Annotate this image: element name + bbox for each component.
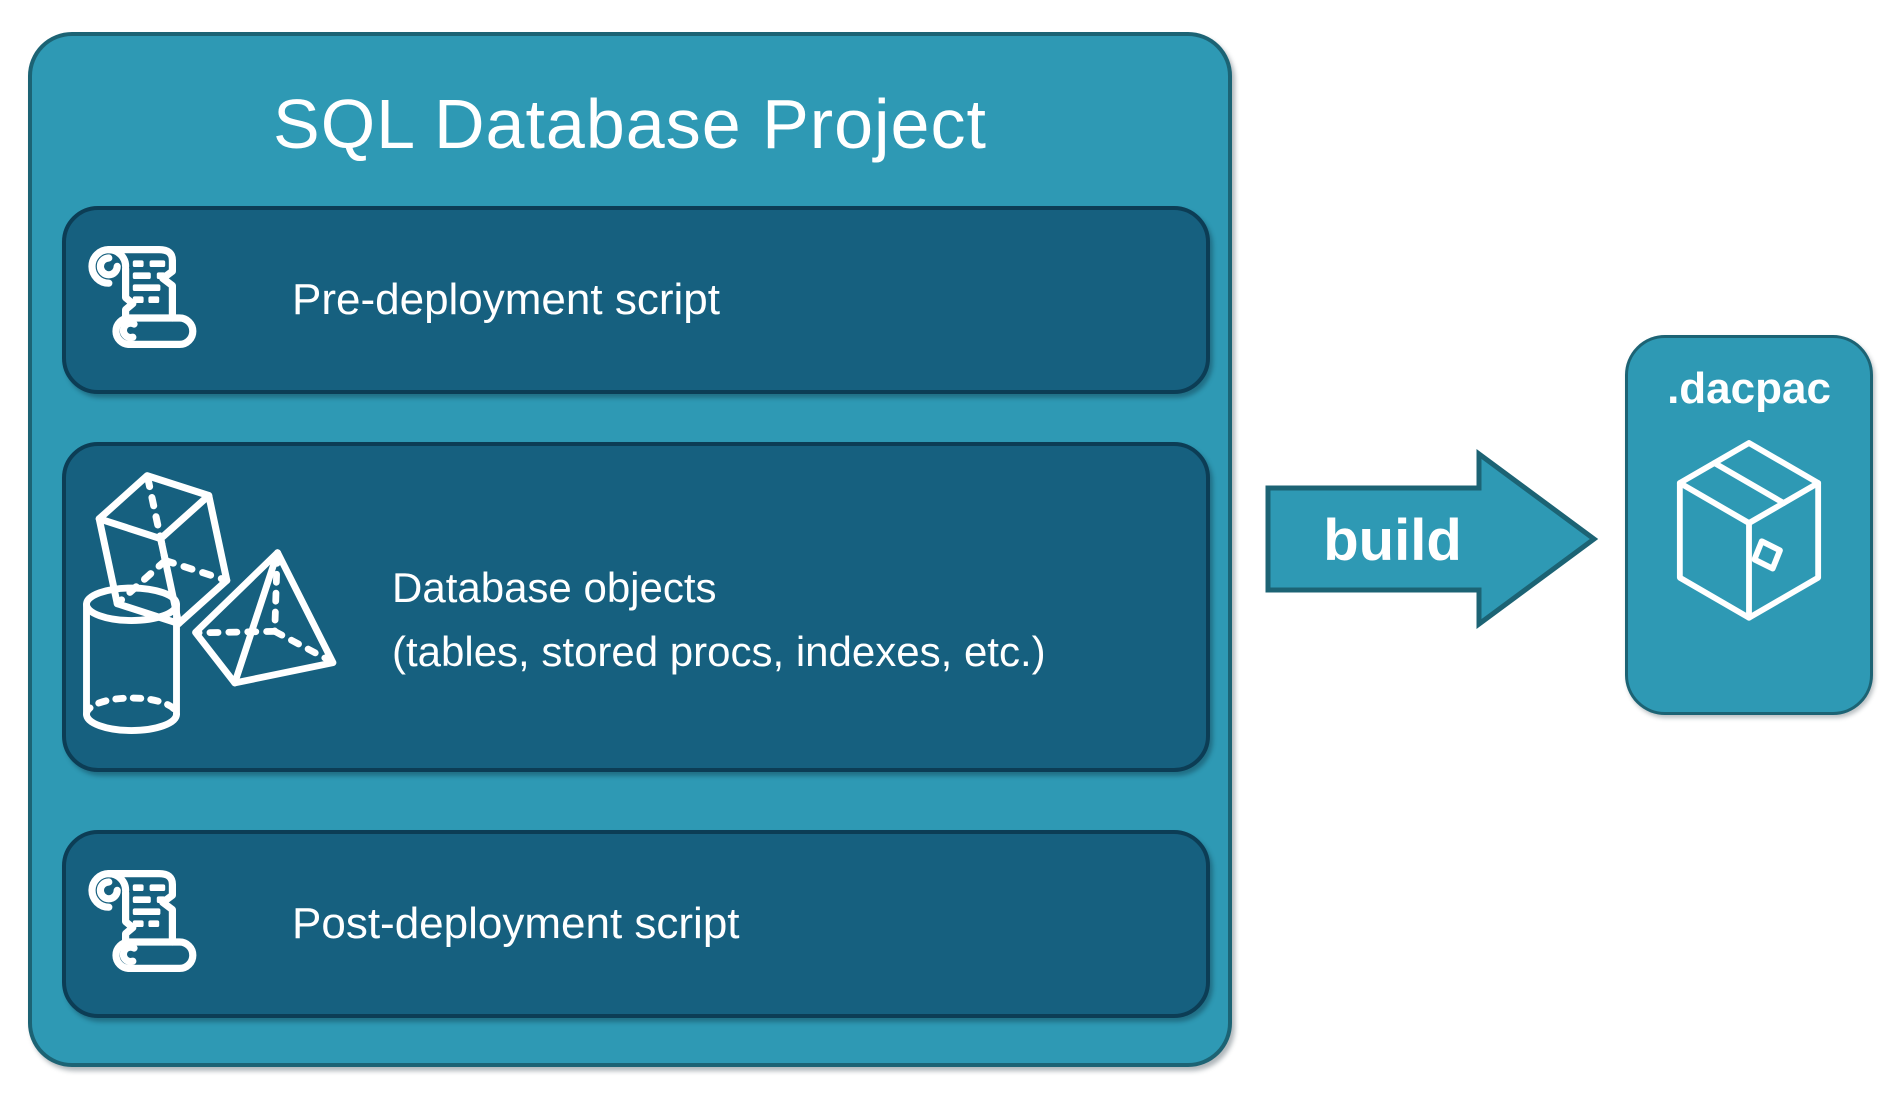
database-objects-line1: Database objects — [392, 564, 717, 611]
cube-icon — [95, 472, 231, 628]
sql-database-project-container: SQL Database Project — [28, 32, 1232, 1067]
post-deployment-panel: Post-deployment script — [62, 830, 1210, 1018]
database-objects-icons — [83, 472, 337, 734]
database-objects-line2: (tables, stored procs, indexes, etc.) — [392, 628, 1046, 675]
pre-deployment-panel: Pre-deployment script — [62, 206, 1210, 394]
scroll-icon — [88, 246, 197, 348]
build-arrow-icon — [1265, 449, 1599, 629]
dacpac-box: .dacpac — [1625, 335, 1873, 715]
package-icon — [1676, 440, 1822, 621]
scroll-icon — [88, 870, 197, 972]
database-objects-panel: Database objects (tables, stored procs, … — [62, 442, 1210, 772]
dacpac-label: .dacpac — [1667, 364, 1831, 413]
cylinder-icon — [83, 584, 180, 734]
post-deployment-label: Post-deployment script — [292, 899, 740, 948]
build-arrow-label: build — [1323, 507, 1462, 573]
scroll-text-lines — [132, 884, 166, 927]
project-title: SQL Database Project — [273, 85, 987, 163]
pre-deployment-label: Pre-deployment script — [292, 275, 720, 324]
pyramid-icon — [192, 549, 337, 687]
scroll-text-lines — [132, 260, 166, 303]
database-objects-label: Database objects (tables, stored procs, … — [392, 556, 1046, 684]
